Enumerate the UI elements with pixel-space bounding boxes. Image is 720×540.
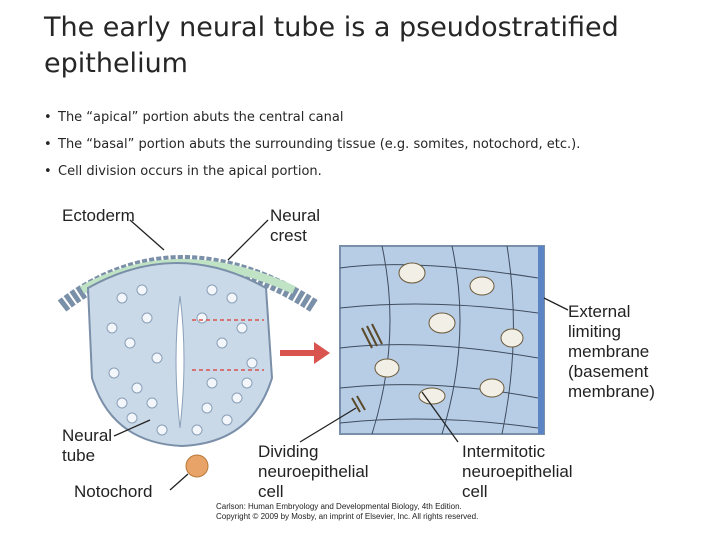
bullet-item: •The “apical” portion abuts the central … <box>44 104 580 131</box>
label-external-limiting-membrane: External limiting membrane (basement mem… <box>568 302 655 401</box>
neural-tube-illustration <box>57 219 569 491</box>
label-neural-tube: Neural tube <box>62 426 113 465</box>
dividing-chromosomes <box>351 323 383 413</box>
magnify-arrow-icon <box>280 342 330 364</box>
label-dividing-cell: Dividing neuroepithelial cell <box>258 442 369 501</box>
neural-tube-figure: Ectoderm Neural crest External limiting … <box>52 198 672 528</box>
slide-title: The early neural tube is a pseudostratif… <box>44 12 619 79</box>
notochord-circle <box>185 454 209 478</box>
bullet-dot-icon: • <box>44 137 52 152</box>
central-canal <box>175 295 185 429</box>
bullet-item: •Cell division occurs in the apical port… <box>44 158 580 185</box>
leader-lines <box>113 219 569 491</box>
bullet-dot-icon: • <box>44 110 52 125</box>
cell-boundaries <box>339 245 539 435</box>
bullet-dot-icon: • <box>44 164 52 179</box>
label-neural-crest: Neural crest <box>270 206 321 245</box>
external-limiting-membrane <box>538 246 544 434</box>
nuclei <box>374 262 524 405</box>
figure-credit: Carlson: Human Embryology and Developmen… <box>216 502 479 521</box>
label-ectoderm: Ectoderm <box>62 206 135 225</box>
label-notochord: Notochord <box>74 482 153 501</box>
bullet-item: •The “basal” portion abuts the surroundi… <box>44 131 580 158</box>
bullet-list: •The “apical” portion abuts the central … <box>44 104 580 185</box>
tube-cells <box>106 284 258 436</box>
label-intermitotic-cell: Intermitotic neuroepithelial cell <box>462 442 573 501</box>
